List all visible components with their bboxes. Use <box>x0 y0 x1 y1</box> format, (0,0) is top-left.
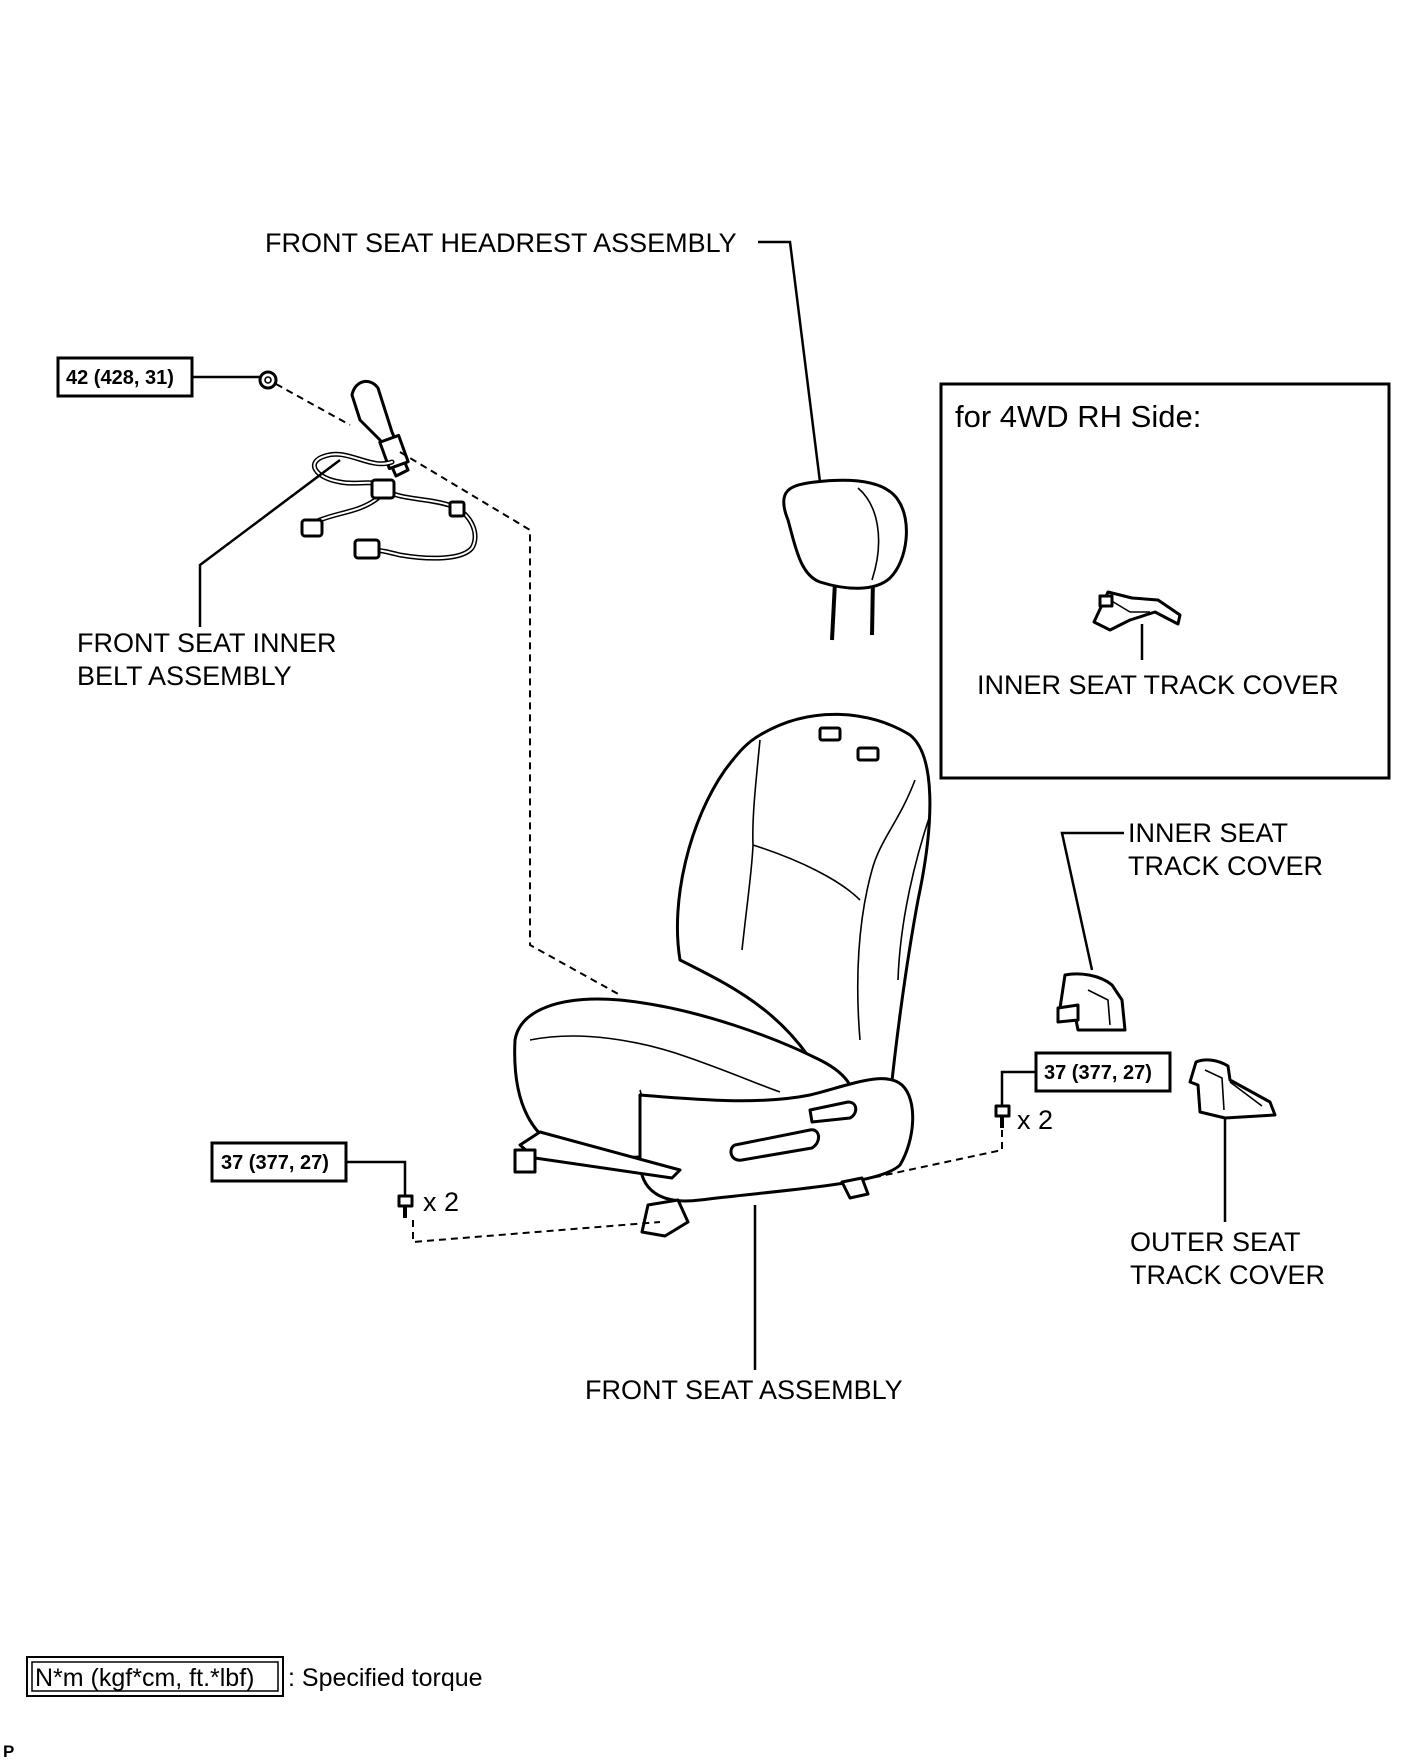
inset-track-cover-part <box>1092 590 1182 632</box>
outer-track-label-line1: OUTER SEAT <box>1130 1227 1301 1257</box>
right-bolt-quantity: x 2 <box>1017 1105 1053 1135</box>
left-bolt-torque-box <box>210 1141 348 1183</box>
right-bolt-icon <box>994 1104 1011 1128</box>
inner-belt-part <box>258 370 478 561</box>
inner-belt-label-line2: BELT ASSEMBLY <box>77 661 292 691</box>
belt-dashed-path <box>275 383 621 996</box>
belt-nut-torque: 42 (428, 31) <box>56 356 260 398</box>
left-bolt-group: 37 (377, 27) x 2 <box>210 1141 661 1244</box>
inset-box: for 4WD RH Side: INNER SEAT TRACK COVER <box>939 382 1391 780</box>
legend-unit-text: N*m (kgf*cm, ft.*lbf) <box>35 1664 254 1692</box>
right-bolt-torque-value: 37 (377, 27) <box>1044 1062 1152 1084</box>
torque-legend: N*m (kgf*cm, ft.*lbf) : Specified torque <box>26 1656 483 1697</box>
outer-track-label-line2: TRACK COVER <box>1130 1260 1325 1290</box>
left-bolt-quantity: x 2 <box>423 1187 459 1217</box>
inner-belt-label-line1: FRONT SEAT INNER <box>77 628 337 658</box>
inner-track-label-line1: INNER SEAT <box>1128 818 1288 848</box>
belt-nut-torque-box <box>56 356 194 398</box>
seat-callout: FRONT SEAT ASSEMBLY <box>585 1205 903 1405</box>
headrest-part <box>782 478 908 641</box>
legend-description: : Specified torque <box>288 1664 483 1692</box>
corner-mark: P <box>3 1742 14 1761</box>
outer-track-cover-part <box>1188 1058 1277 1120</box>
headrest-label: FRONT SEAT HEADREST ASSEMBLY <box>265 228 737 258</box>
headrest-callout: FRONT SEAT HEADREST ASSEMBLY <box>265 228 822 483</box>
inner-track-callout: INNER SEAT TRACK COVER <box>1060 818 1323 971</box>
outer-track-callout: OUTER SEAT TRACK COVER <box>1130 1118 1325 1290</box>
inner-track-label-line2: TRACK COVER <box>1128 851 1323 881</box>
inset-track-cover-label: INNER SEAT TRACK COVER <box>977 670 1339 700</box>
inner-track-cover-part <box>1056 972 1127 1032</box>
inner-belt-callout: FRONT SEAT INNER BELT ASSEMBLY <box>77 459 341 691</box>
left-bolt-torque-value: 37 (377, 27) <box>221 1152 329 1174</box>
inset-title: for 4WD RH Side: <box>955 399 1201 434</box>
right-bolt-group: 37 (377, 27) x 2 <box>861 1051 1172 1181</box>
seat-part <box>513 712 932 1238</box>
seat-assembly-label: FRONT SEAT ASSEMBLY <box>585 1375 903 1405</box>
belt-nut-torque-value: 42 (428, 31) <box>66 367 174 389</box>
left-bolt-icon <box>397 1194 414 1218</box>
